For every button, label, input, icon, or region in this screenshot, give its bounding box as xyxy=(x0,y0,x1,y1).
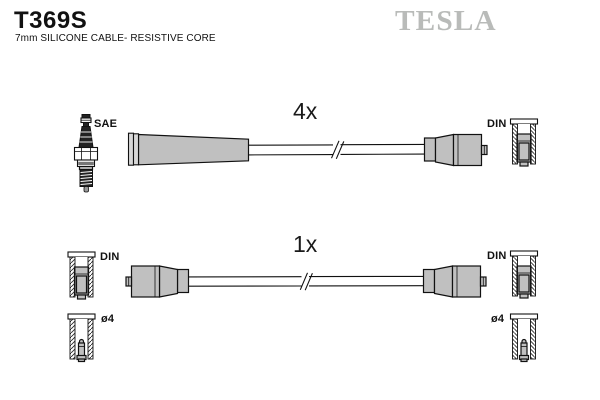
row2-right-diameter-label: ø4 xyxy=(491,313,505,325)
row1-plug-boot xyxy=(127,132,250,166)
row2-right-distributor-connector xyxy=(422,265,487,298)
row2-right-din-cap-label: DIN xyxy=(487,250,507,262)
row2-left-din-cap-cross-section xyxy=(67,251,96,300)
row2-right-o4-cap-cross-section xyxy=(509,313,539,363)
spark-plug xyxy=(73,114,99,193)
tesla-logo: TESLA xyxy=(395,6,497,37)
row1-din-cap-cross-section xyxy=(509,118,539,167)
row2-right-din-cap-cross-section xyxy=(509,250,539,299)
row2-cable xyxy=(188,272,424,291)
row1-distributor-connector xyxy=(423,133,488,167)
row2-left-diameter-label: ø4 xyxy=(101,313,115,325)
row1-cable xyxy=(247,140,425,160)
row2-left-o4-cap-cross-section xyxy=(67,313,96,363)
row1-quantity-label: 4x xyxy=(293,98,318,124)
row2-quantity-label: 1x xyxy=(293,231,318,257)
part-number: T369S xyxy=(14,7,88,34)
cable-break-mark xyxy=(330,140,345,160)
cable-break-mark xyxy=(299,272,313,291)
row2-left-distributor-connector xyxy=(125,265,190,298)
sae-terminal-label: SAE xyxy=(94,118,118,130)
row2-left-din-cap-label: DIN xyxy=(100,251,120,263)
row1-din-cap-label: DIN xyxy=(487,118,507,130)
cable-spec-subtitle: 7mm SILICONE CABLE- RESISTIVE CORE xyxy=(15,33,216,44)
